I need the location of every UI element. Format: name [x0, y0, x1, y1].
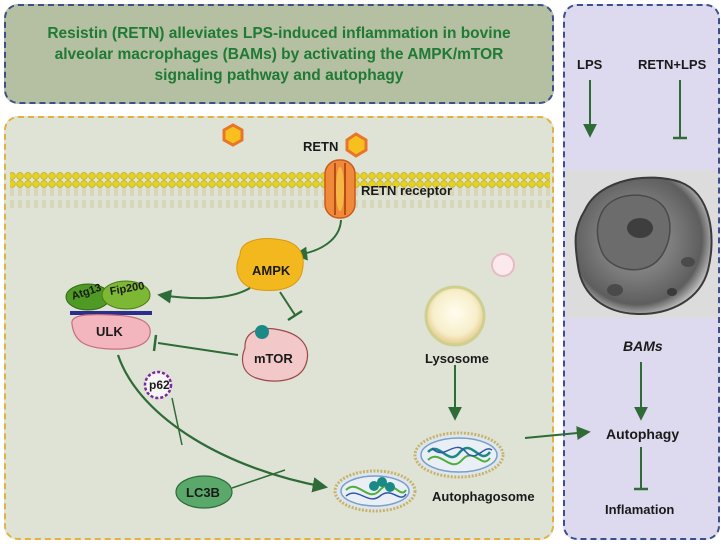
retn-receptor-icon: [324, 159, 356, 219]
ampk-label: AMPK: [252, 263, 291, 278]
lc3b-label: LC3B: [186, 485, 220, 500]
p62-label: p62: [149, 378, 170, 392]
ampk-protein-icon: [236, 238, 304, 291]
retn-label: RETN: [303, 139, 339, 154]
lysosome-icon: [424, 285, 486, 347]
lc3b-icon: [175, 475, 233, 509]
arrow-ampk-ulk: [157, 287, 251, 304]
arrow-to-autophagy: [524, 426, 591, 441]
title-panel: Resistin (RETN) alleviates LPS-induced i…: [4, 4, 554, 104]
arrow-receptor-ampk: [293, 219, 342, 261]
autophagy-label: Autophagy: [606, 426, 680, 442]
mtor-label: mTOR: [254, 351, 293, 366]
cell-membrane: [10, 172, 550, 208]
bams-label: BAMs: [623, 338, 663, 354]
phosphate-dot: [255, 325, 269, 339]
retn-ligand-icon: [222, 123, 368, 158]
diagram-title: Resistin (RETN) alleviates LPS-induced i…: [47, 24, 511, 84]
p62-icon: [143, 370, 173, 400]
phagophore-icon: [333, 469, 417, 513]
autophagosome-icon: [413, 431, 505, 479]
retn-lps-label: RETN+LPS: [638, 57, 707, 72]
small-vesicle-icon: [491, 253, 515, 277]
lysosome-label: Lysosome: [425, 351, 489, 366]
ulk-label: ULK: [96, 324, 123, 339]
arrow-ulk-autophagosome: [116, 354, 329, 493]
inhibit-ampk-mtor: [279, 291, 296, 316]
retn-receptor-label: RETN receptor: [361, 183, 453, 198]
ulk-complex-icon: [65, 280, 152, 350]
inhibit-mtor-ulk: [157, 342, 239, 356]
bams-micrograph: [566, 170, 718, 318]
inflammation-label: Inflamation: [605, 502, 675, 517]
autophagosome-label: Autophagosome: [432, 489, 535, 504]
lps-label: LPS: [577, 57, 603, 72]
